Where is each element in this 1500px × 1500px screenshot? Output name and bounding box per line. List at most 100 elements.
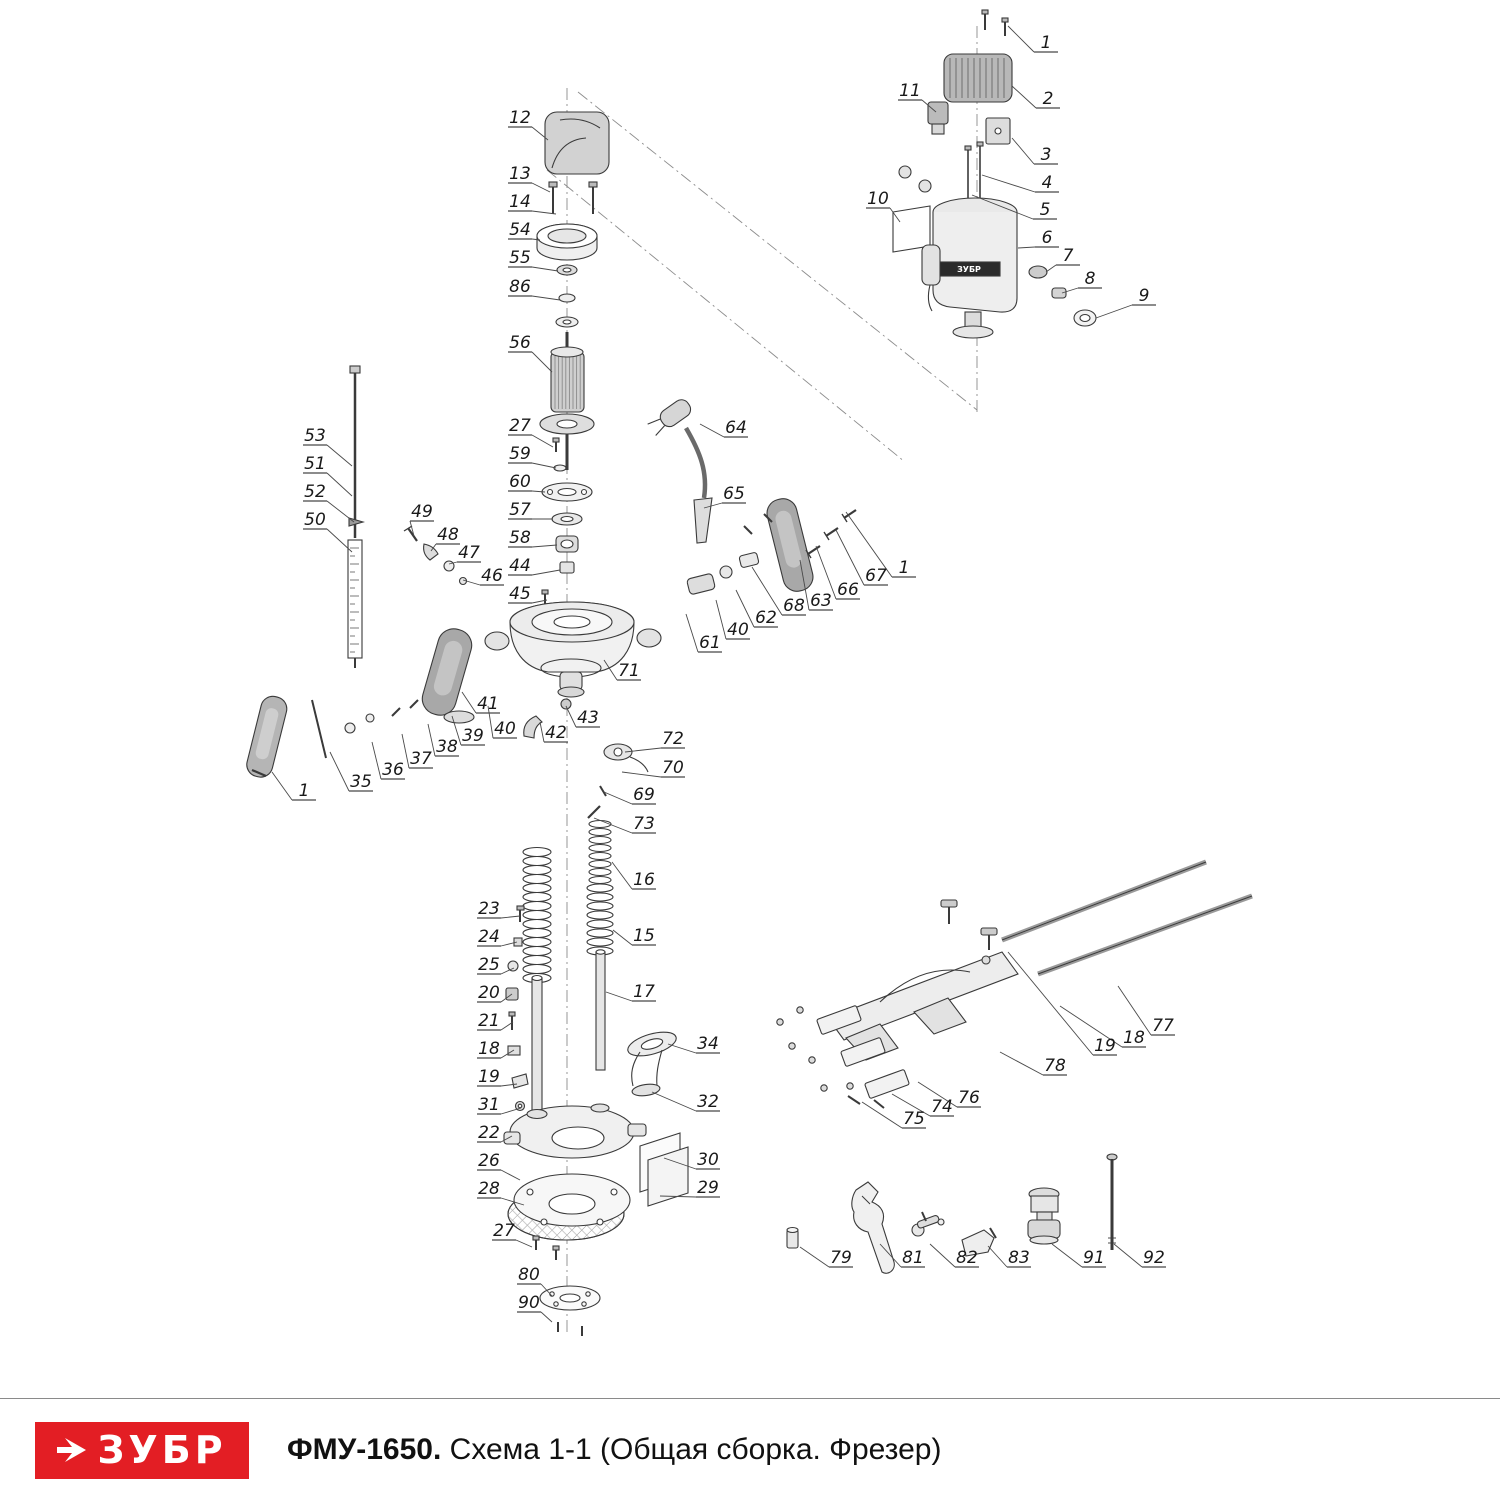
part-label-60: 60: [509, 472, 531, 492]
part-label-58: 58: [509, 528, 531, 548]
spring-coil: [588, 827, 612, 837]
sub-base-26-28: [507, 1173, 631, 1260]
spring-coil: [522, 891, 552, 903]
spring-coil: [522, 900, 552, 912]
router-housing-part-71: [484, 601, 662, 698]
leader-line: [500, 1107, 522, 1115]
part-label-40: 40: [727, 620, 749, 640]
part-label-63: 63: [810, 591, 832, 611]
leader-line: [971, 194, 1034, 220]
spring-coil: [522, 954, 552, 966]
part-label-6: 6: [1042, 228, 1053, 248]
leader-line: [531, 182, 551, 193]
part-label-46: 46: [481, 566, 503, 586]
spring-coil: [522, 936, 552, 948]
leader-line: [593, 817, 633, 834]
leader-line: [921, 99, 937, 113]
part-label-92: 92: [1143, 1248, 1165, 1268]
part-label-90: 90: [518, 1293, 540, 1313]
leader-line: [815, 545, 837, 600]
leader-line: [861, 1101, 903, 1129]
armature-part-56: [539, 332, 595, 470]
zubr-logo: ЗУБР: [35, 1421, 249, 1479]
leader-line: [889, 207, 901, 223]
spring-coil: [522, 945, 552, 957]
leader-line: [462, 579, 481, 586]
leader-line: [326, 444, 353, 467]
part-label-83: 83: [1008, 1248, 1030, 1268]
handle-screws-66-67-1: [805, 509, 857, 559]
part-label-86: 86: [509, 277, 531, 297]
spring-coil: [586, 910, 614, 920]
leader-line: [917, 1081, 958, 1108]
clamp-lever-part-35: [246, 695, 419, 778]
part-label-42: 42: [545, 723, 567, 743]
part-label-20: 20: [478, 983, 500, 1003]
part-label-26: 26: [478, 1151, 500, 1171]
leader-line: [271, 771, 293, 801]
leader-line: [565, 705, 577, 728]
part-label-11: 11: [899, 81, 921, 101]
part-label-65: 65: [723, 484, 745, 504]
collet-nut-91: [1027, 1187, 1061, 1245]
part-label-69: 69: [633, 785, 655, 805]
part-label-22: 22: [478, 1123, 500, 1143]
part-label-36: 36: [382, 760, 404, 780]
spring-coil: [522, 909, 552, 921]
guide-plates-29-30: [639, 1132, 689, 1207]
part-label-21: 21: [478, 1011, 500, 1031]
diagram-title: ФМУ-1650. Схема 1-1 (Общая сборка. Фрезе…: [287, 1433, 941, 1467]
part-label-34: 34: [697, 1034, 719, 1054]
leader-line: [531, 351, 553, 373]
leader-line: [879, 1243, 902, 1268]
part-label-24: 24: [478, 927, 500, 947]
long-bolt-92: [1106, 1153, 1118, 1250]
part-label-1: 1: [1041, 33, 1052, 53]
spring-coil: [522, 873, 552, 885]
plunge-springs-15-16-23: [522, 819, 614, 984]
leader-line: [430, 543, 437, 552]
leader-line: [326, 472, 353, 497]
spring-coil: [588, 819, 612, 829]
leader-line: [845, 511, 893, 578]
part-label-66: 66: [837, 580, 859, 600]
part-label-67: 67: [865, 566, 887, 586]
leader-line: [612, 929, 633, 946]
leader-line: [540, 1283, 553, 1297]
leader-line: [539, 721, 545, 743]
part-label-52: 52: [304, 482, 326, 502]
spring-coil: [522, 855, 552, 867]
spring-coil: [586, 937, 614, 947]
part-label-5: 5: [1040, 200, 1051, 220]
leader-line: [1113, 1243, 1143, 1268]
part-label-75: 75: [903, 1109, 925, 1129]
leader-line: [1007, 25, 1035, 53]
clamp-lever-42-43: [523, 698, 572, 739]
exploded-view-drawing: ЗУБР 12345678910111213145455865627596057…: [246, 9, 1253, 1336]
part-label-10: 10: [867, 189, 889, 209]
part-label-78: 78: [1044, 1056, 1066, 1076]
leader-line: [487, 705, 494, 739]
part-label-47: 47: [458, 543, 480, 563]
part-label-7: 7: [1063, 246, 1074, 266]
leader-line: [1045, 264, 1057, 273]
part-label-50: 50: [304, 510, 326, 530]
part-label-74: 74: [931, 1097, 953, 1117]
part-label-35: 35: [350, 772, 372, 792]
leader-line: [461, 691, 477, 714]
leader-line: [451, 715, 462, 746]
part-label-25: 25: [478, 955, 500, 975]
leader-line: [448, 561, 458, 565]
leader-line: [735, 589, 755, 628]
spring-coil: [586, 919, 614, 929]
part-label-27: 27: [493, 1221, 515, 1241]
leader-line: [703, 502, 723, 509]
leader-line: [500, 941, 518, 947]
spring-coil: [522, 846, 552, 858]
spring-coil: [588, 859, 612, 869]
zubr-arrow-icon: [57, 1438, 87, 1462]
part-label-48: 48: [437, 525, 459, 545]
leader-line: [500, 1021, 514, 1031]
part-label-53: 53: [304, 426, 326, 446]
leader-line: [409, 520, 415, 537]
